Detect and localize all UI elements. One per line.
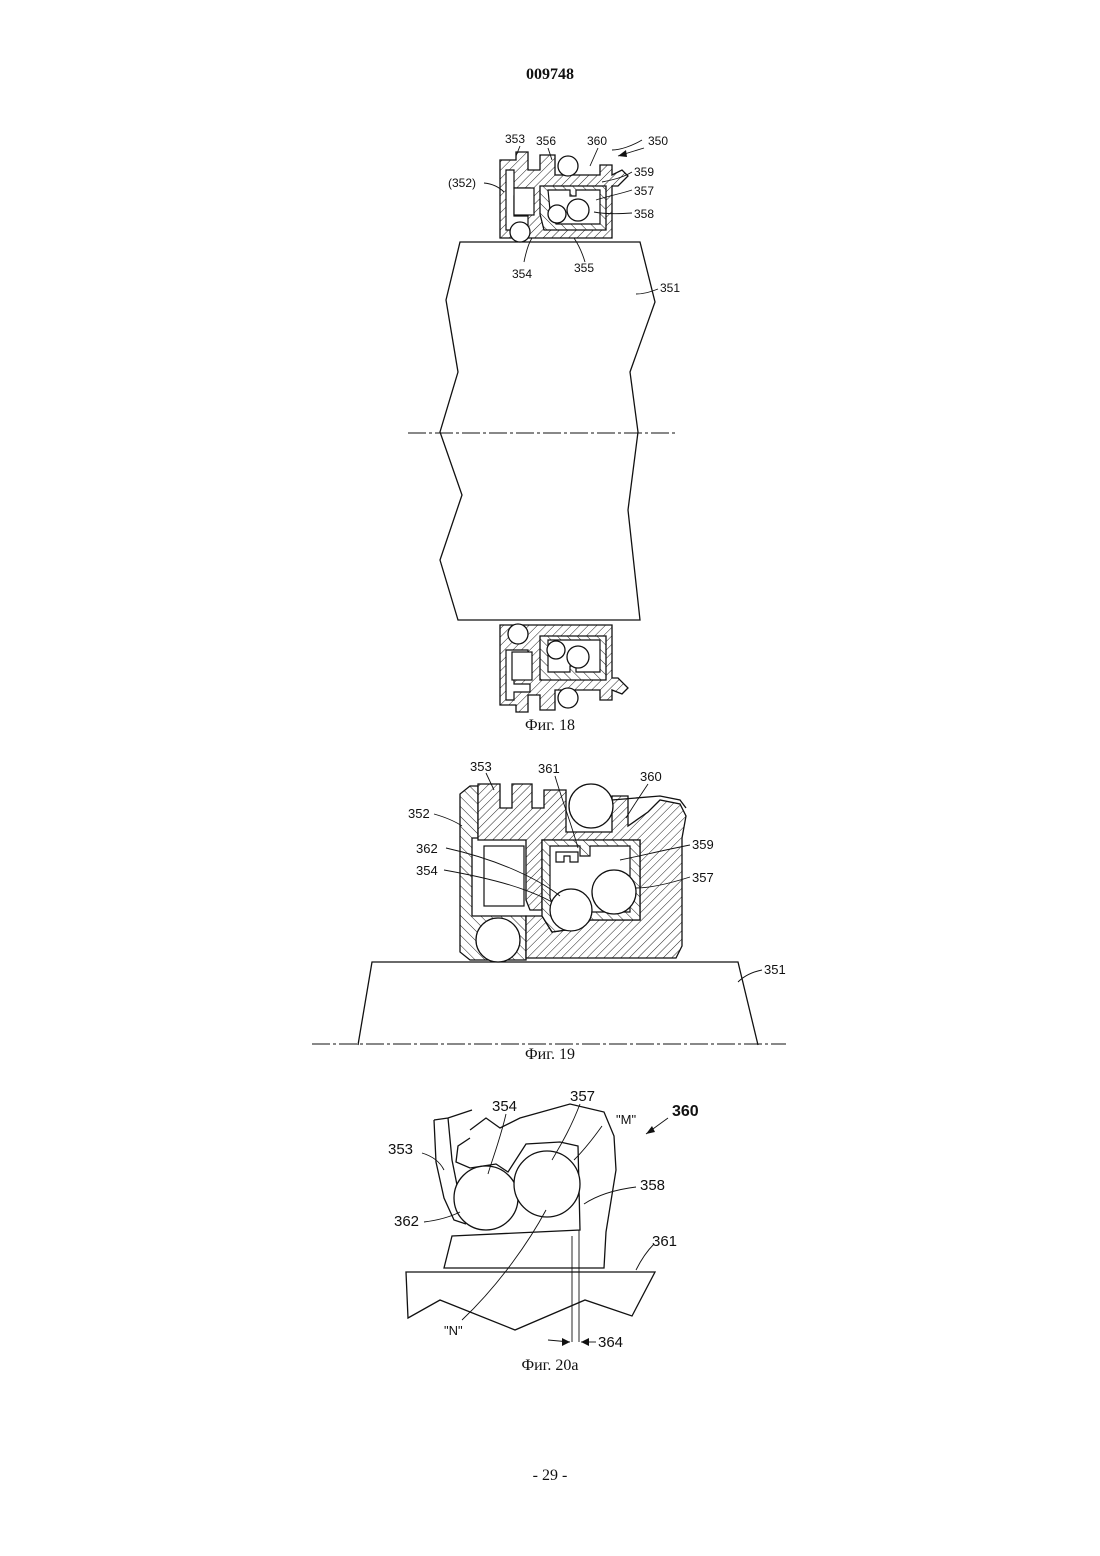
label-M: "M" xyxy=(616,1112,636,1127)
label-364: 364 xyxy=(598,1334,623,1351)
figure-20a-caption: Фиг. 20a xyxy=(450,1357,650,1375)
label-353: 353 xyxy=(388,1141,413,1158)
label-361: 361 xyxy=(652,1233,677,1250)
label-354: 354 xyxy=(492,1098,517,1115)
label-357: 357 xyxy=(570,1088,595,1105)
label-360: 360 xyxy=(672,1103,699,1120)
label-362: 362 xyxy=(394,1213,419,1230)
label-358: 358 xyxy=(640,1177,665,1194)
page-footer: - 29 - xyxy=(0,1467,1100,1485)
figure-20a-drawing: 354 357 "M" 360 353 358 362 361 "N" 364 xyxy=(0,0,1100,1380)
label-N: "N" xyxy=(444,1323,463,1338)
